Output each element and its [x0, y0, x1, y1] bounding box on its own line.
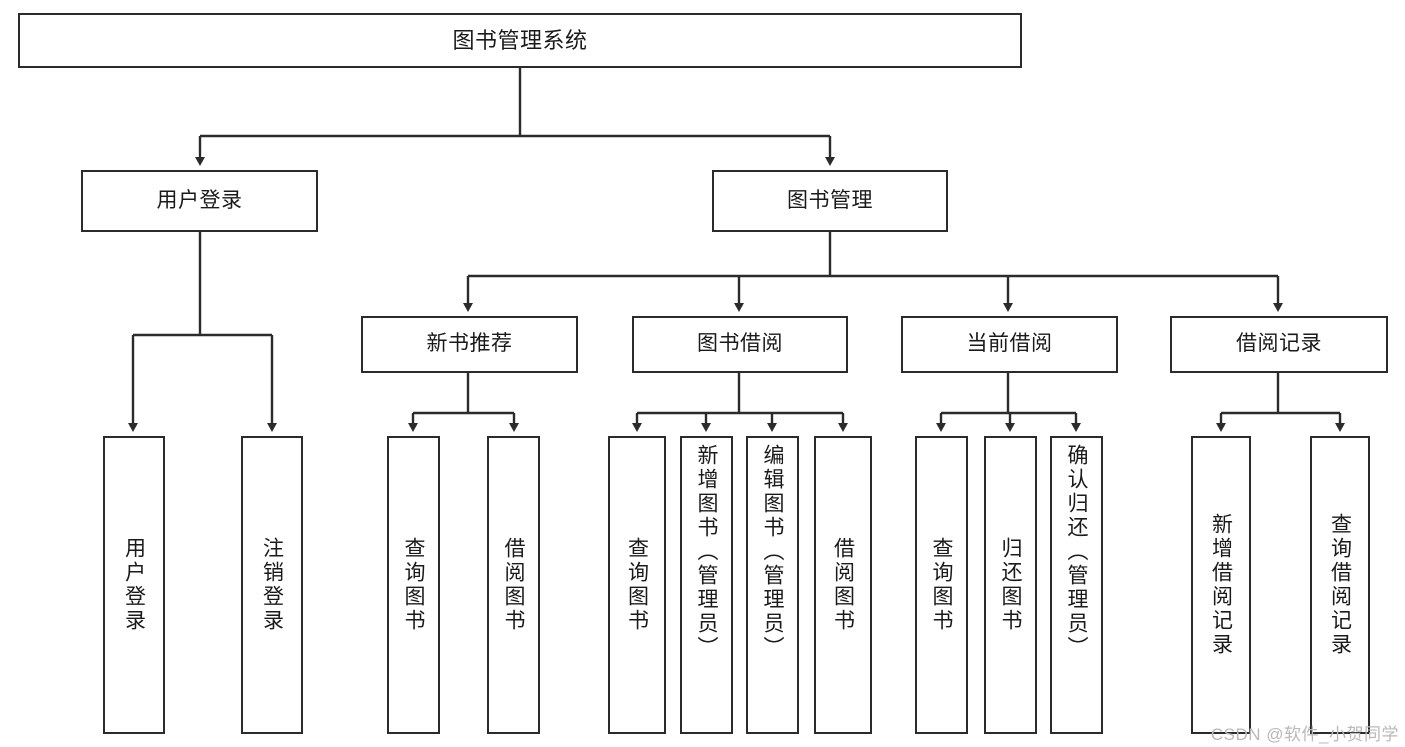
leaf-node[interactable]: 查询图书 — [387, 436, 440, 734]
node-level2[interactable]: 图书管理 — [712, 170, 948, 232]
leaf-node[interactable]: 查询借阅记录 — [1310, 436, 1370, 734]
leaf-node-label: 归还图书 — [999, 537, 1022, 633]
leaf-node-label: 新增借阅记录 — [1209, 513, 1233, 657]
leaf-node[interactable]: 查询图书 — [608, 436, 666, 734]
leaf-node-label: 查询图书 — [402, 537, 425, 633]
node-level3[interactable]: 图书借阅 — [632, 316, 848, 373]
watermark-text: CSDN @软件_小贺同学 — [1210, 725, 1399, 744]
leaf-node-label: 编辑图书（管理员） — [761, 444, 784, 660]
leaf-node-label: 确认归还（管理员） — [1065, 444, 1088, 660]
leaf-node[interactable]: 新增借阅记录 — [1191, 436, 1251, 734]
node-level3[interactable]: 新书推荐 — [361, 316, 578, 373]
leaf-node[interactable]: 用户登录 — [103, 436, 165, 734]
node-level3[interactable]: 当前借阅 — [901, 316, 1118, 373]
leaf-node[interactable]: 借阅图书 — [814, 436, 872, 734]
leaf-node[interactable]: 注销登录 — [241, 436, 303, 734]
leaf-node-label: 借阅图书 — [502, 537, 525, 633]
leaf-node[interactable]: 借阅图书 — [487, 436, 540, 734]
node-level2[interactable]: 用户登录 — [81, 170, 318, 232]
leaf-node-label: 借阅图书 — [831, 537, 855, 633]
leaf-node[interactable]: 新增图书（管理员） — [680, 436, 733, 734]
leaf-node[interactable]: 归还图书 — [984, 436, 1037, 734]
leaf-node-label: 查询借阅记录 — [1328, 513, 1352, 657]
leaf-node[interactable]: 查询图书 — [915, 436, 968, 734]
node-root[interactable]: 图书管理系统 — [18, 13, 1022, 68]
leaf-node-label: 查询图书 — [930, 537, 953, 633]
leaf-node-label: 新增图书（管理员） — [695, 444, 718, 660]
leaf-node-label: 注销登录 — [260, 537, 284, 633]
leaf-node[interactable]: 确认归还（管理员） — [1050, 436, 1103, 734]
leaf-node-label: 查询图书 — [625, 537, 649, 633]
leaf-node[interactable]: 编辑图书（管理员） — [746, 436, 799, 734]
node-level3[interactable]: 借阅记录 — [1170, 316, 1388, 373]
leaf-node-label: 用户登录 — [122, 537, 146, 633]
